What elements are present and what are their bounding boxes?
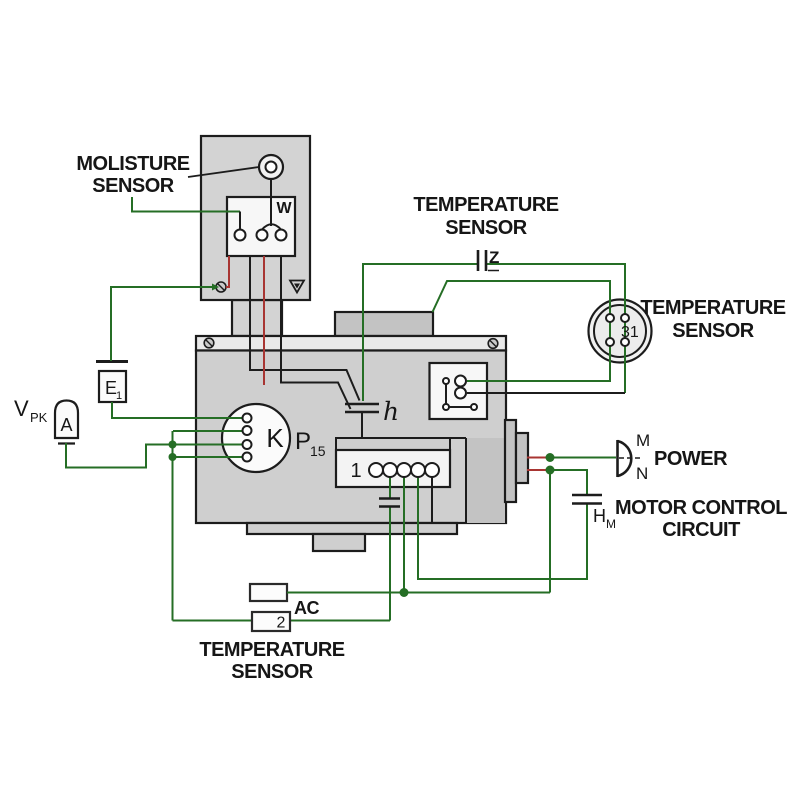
junction-dot-icon — [399, 588, 409, 597]
ac-label: AC — [294, 598, 319, 618]
strip-pin — [424, 462, 440, 478]
power-symbol — [616, 439, 640, 478]
vpk-label: V — [14, 396, 29, 421]
k-relay-label: K — [266, 423, 284, 453]
inner-duct-line-bottom — [280, 256, 352, 410]
inner-compartment-shade — [466, 438, 505, 523]
k-relay-body — [220, 402, 292, 474]
w-box-red-lead — [226, 256, 230, 288]
triangle-mark-icon — [288, 279, 306, 295]
top-terminal-block — [333, 310, 435, 338]
terminal-strip-label: 1 — [350, 460, 361, 482]
junction-dot-icon — [545, 465, 555, 475]
h-capacitor-label: h — [383, 397, 399, 426]
temperature-sensor-right-label: TEMPERATURE — [640, 297, 785, 319]
strip-pin — [410, 462, 426, 478]
pins-and-contacts — [168, 223, 630, 597]
junction-dot-icon — [545, 453, 555, 462]
panel-neck — [230, 298, 284, 338]
moisture-label-pointer — [187, 166, 260, 178]
hm-subscript: M — [606, 517, 616, 531]
screw-icon — [203, 337, 215, 349]
vpk-subscript: PK — [30, 410, 48, 425]
hm-capacitor-label: H — [593, 506, 606, 526]
strip-capacitor — [379, 497, 400, 508]
box-2 — [250, 610, 292, 633]
ammeter-label: A — [60, 415, 72, 435]
arrowhead-icon — [212, 283, 219, 291]
top-rail — [194, 334, 508, 352]
k-pin — [241, 425, 253, 436]
relay-contacts — [442, 374, 478, 411]
connector-31-loop-wire — [431, 280, 611, 382]
w-switch-bridge — [261, 223, 282, 231]
strip-pin — [396, 462, 412, 478]
connector-pin — [620, 337, 630, 347]
temperature-sensor-bottom-label: TEMPERATURE — [199, 639, 344, 661]
strip-pin — [382, 462, 398, 478]
wires — [65, 179, 626, 622]
moisture-sensor-label: SENSOR — [92, 175, 175, 197]
ammeter-wire — [65, 443, 173, 469]
w-switch-label: W — [276, 200, 292, 217]
k-pin — [241, 451, 253, 463]
moisture-terminal-inner — [264, 160, 278, 174]
junction-dot-icon — [168, 453, 177, 461]
temperature-sensor-top-label: TEMPERATURE — [413, 194, 558, 216]
z-capacitor-label: Z — [489, 248, 499, 267]
p15-subscript: 15 — [310, 443, 326, 459]
k-pin — [241, 439, 253, 450]
connector-31-label: 31 — [621, 324, 639, 341]
moisture-sensor-lead — [131, 197, 240, 213]
z-capacitor — [476, 250, 488, 271]
w-box-internal-wires — [239, 179, 272, 230]
hm-capacitor-wire — [417, 469, 588, 580]
h-capacitor — [345, 402, 379, 414]
e1-label: E — [105, 378, 117, 398]
w-contact — [255, 228, 269, 242]
inner-compartment-lines — [335, 412, 467, 523]
inner-duct-line-top — [249, 256, 361, 401]
connector-pin — [605, 337, 615, 347]
z-left-wire — [362, 263, 477, 401]
bus-to-k-pins-wire — [172, 443, 242, 458]
power-n-label: N — [636, 464, 648, 483]
resistor-blank — [248, 582, 289, 603]
k-pin — [241, 412, 253, 424]
screw-to-e1-wire — [110, 286, 212, 361]
e1-to-k-pin1-wire — [111, 402, 242, 419]
body-foot — [311, 532, 367, 553]
p15-label: P — [295, 428, 311, 455]
motor-control-label: CIRCUIT — [662, 519, 740, 541]
power-m-label: M — [636, 431, 650, 450]
connector-pin — [620, 313, 630, 323]
capacitor-symbols — [345, 250, 640, 508]
moisture-sensor-label: MOLISTURE — [76, 153, 189, 175]
power-label: POWER — [654, 448, 728, 470]
bottom-right-wire — [404, 470, 551, 594]
screw-icon — [487, 337, 499, 350]
body-step — [245, 521, 459, 536]
strip-pin — [368, 462, 384, 478]
temperature-sensor-right-label: SENSOR — [672, 320, 755, 342]
e1-subscript: 1 — [116, 390, 122, 402]
right-tab-inner — [514, 431, 530, 485]
z-right-wire — [486, 263, 626, 393]
w-contact — [233, 228, 247, 242]
hm-capacitor — [572, 493, 602, 505]
box-2-label: 2 — [277, 615, 286, 632]
text-labels: MOLISTURE SENSOR TEMPERATURE SENSOR TEMP… — [14, 153, 788, 683]
junction-dot-icon — [168, 440, 177, 449]
right-tab-outer — [503, 418, 518, 504]
left-bus-wire — [171, 430, 242, 621]
temperature-sensor-bottom-label: SENSOR — [231, 661, 314, 683]
motor-control-label: MOTOR CONTROL — [615, 497, 787, 519]
temperature-sensor-top-label: SENSOR — [445, 217, 528, 239]
ammeter-body — [53, 399, 80, 440]
w-contact — [274, 228, 288, 242]
connector-pin — [605, 313, 615, 323]
w-switch-box — [225, 195, 297, 258]
